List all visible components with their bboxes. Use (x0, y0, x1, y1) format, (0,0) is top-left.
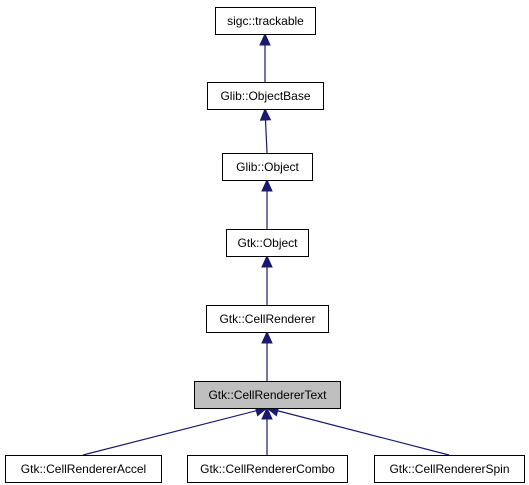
class-node-cellrenderer[interactable]: Gtk::CellRenderer (206, 305, 329, 333)
arrowhead-icon (261, 406, 273, 420)
class-node-gtkobject[interactable]: Gtk::Object (226, 229, 309, 257)
class-box (374, 455, 525, 483)
class-box (207, 82, 324, 110)
class-label: Gtk::CellRendererAccel (21, 462, 146, 476)
edge-cellrenderer-to-gtkobject (261, 254, 273, 305)
edge-line (264, 119, 268, 154)
edge-gtkobject-to-glibobject (261, 178, 273, 229)
class-box (206, 305, 329, 333)
class-node-cellrendererspin[interactable]: Gtk::CellRendererSpin (374, 455, 525, 483)
class-label: sigc::trackable (227, 14, 304, 28)
arrowhead-icon (259, 32, 271, 46)
class-box (194, 381, 341, 409)
edge-cellrenderertext-to-cellrenderer (261, 330, 273, 381)
class-node-cellrendereraccel[interactable]: Gtk::CellRendererAccel (5, 455, 162, 483)
arrowhead-icon (259, 107, 272, 121)
edge-cellrenderercombo-to-cellrenderertext (261, 406, 273, 455)
class-box (226, 229, 309, 257)
edge-glibobject-to-objectbase (259, 107, 272, 154)
class-label: Glib::ObjectBase (220, 89, 310, 103)
class-label: Gtk::CellRendererText (208, 388, 327, 402)
edge-cellrendereraccel-to-cellrenderertext (82, 405, 269, 456)
class-label: Gtk::Object (237, 236, 298, 250)
edge-line (277, 410, 450, 456)
class-node-glibobject[interactable]: Glib::Object (222, 153, 313, 181)
class-box (187, 455, 348, 483)
edge-objectbase-to-trackable (259, 32, 271, 82)
class-box (222, 153, 313, 181)
class-node-trackable[interactable]: sigc::trackable (215, 7, 316, 35)
edge-cellrendererspin-to-cellrenderertext (265, 405, 450, 456)
class-node-cellrenderertext: Gtk::CellRendererText (194, 381, 341, 409)
nodes-layer: sigc::trackableGlib::ObjectBaseGlib::Obj… (5, 7, 525, 483)
class-box (5, 455, 162, 483)
arrowhead-icon (261, 178, 273, 192)
class-node-objectbase[interactable]: Glib::ObjectBase (207, 82, 324, 110)
class-node-cellrenderercombo[interactable]: Gtk::CellRendererCombo (187, 455, 348, 483)
class-label: Gtk::CellRendererCombo (200, 462, 335, 476)
edge-line (82, 410, 257, 456)
class-label: Gtk::CellRenderer (219, 312, 315, 326)
class-label: Glib::Object (236, 160, 299, 174)
class-label: Gtk::CellRendererSpin (389, 462, 509, 476)
arrowhead-icon (261, 330, 273, 344)
arrowhead-icon (261, 254, 273, 268)
class-box (215, 7, 316, 35)
